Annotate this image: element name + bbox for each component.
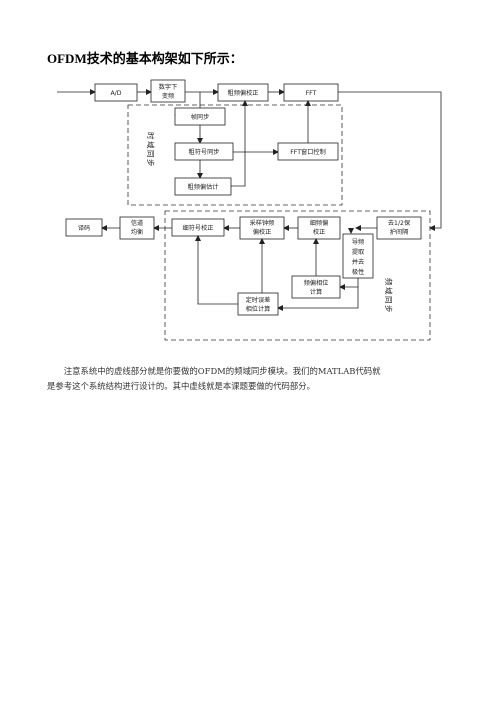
pilot-label-1: 导频 (352, 238, 364, 246)
frame-sync-label: 帧同步 (191, 113, 210, 121)
time-domain-sync-region (127, 104, 343, 206)
digital-down-label-2: 变频 (162, 92, 174, 100)
channel-equalize-label-1: 信道 (131, 219, 143, 227)
freq-domain-sync-region (164, 210, 431, 341)
fine-symbol-correct-label: 细符号校正 (183, 224, 214, 232)
time-domain-sync-label: 时域同步 (146, 132, 156, 168)
coarse-symbol-sync-label: 粗符号同步 (189, 148, 220, 156)
coarse-freq-estimate-label: 粗频偏估计 (188, 183, 219, 191)
pilot-label-2: 提取 (352, 248, 364, 256)
pilot-label-3: 并去 (352, 258, 364, 266)
timing-error-label-2: 相位计算 (246, 305, 271, 313)
sampling-clock-label-1: 采样钟频 (250, 219, 275, 227)
fft-block (283, 83, 339, 102)
freq-phase-label-1: 频偏相位 (304, 279, 329, 287)
digital-down-convert-block (150, 79, 186, 103)
coarse-freq-correct-label: 粗频偏校正 (228, 89, 259, 97)
description-paragraph: 注意系统中的虚线部分就是你要做的OFDM的频域同步模块。我们的MATLAB代码就… (47, 364, 457, 394)
pilot-label-4: 极性 (352, 268, 364, 276)
ad-block (94, 83, 138, 102)
decode-block (65, 218, 103, 237)
fine-freq-label-1: 细频偏 (310, 219, 329, 227)
fine-freq-label-2: 校正 (313, 228, 325, 236)
remove-guard-interval-block (376, 216, 422, 240)
pilot-extract-block (342, 233, 374, 279)
freq-phase-label-2: 计算 (310, 288, 322, 296)
sampling-clock-label-2: 偏校正 (253, 228, 272, 236)
coarse-symbol-sync-block (174, 142, 234, 161)
freq-domain-sync-label: 频域同步 (384, 278, 394, 314)
description-line-1: 注意系统中的虚线部分就是你要做的OFDM的频域同步模块。我们的MATLAB代码就 (63, 366, 381, 376)
digital-down-label-1: 数字下 (159, 83, 178, 91)
decode-label: 译码 (78, 224, 90, 232)
remove-guard-label-2: 护间隔 (390, 228, 409, 236)
fft-window-control-label: FFT窗口控制 (290, 148, 326, 156)
description-line-2: 是参考这个系统结构进行设计的。其中虚线就是本课题要做的代码部分。 (47, 381, 315, 391)
channel-equalize-label-2: 均衡 (131, 228, 143, 236)
page-heading: OFDM技术的基本构架如下所示： (47, 51, 243, 66)
fft-label: FFT (306, 90, 317, 97)
timing-error-label-1: 定时误差 (246, 296, 271, 304)
coarse-freq-estimate-block (174, 177, 232, 196)
ad-label: A/D (110, 90, 121, 97)
remove-guard-label-1: 去1/2保 (388, 219, 411, 227)
